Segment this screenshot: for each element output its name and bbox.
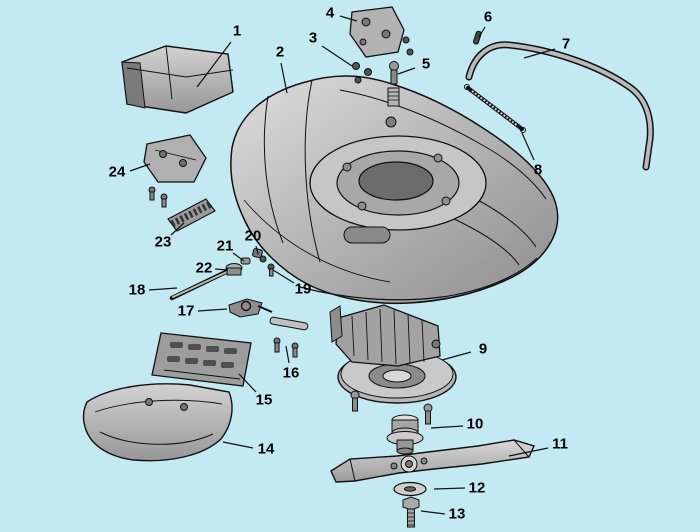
leader-line-21 [232,252,245,262]
part-14-deflector-shape [82,383,233,462]
leader-line-6 [478,26,486,38]
part-16-pin-shape [269,316,309,358]
part-22-bushing-shape [225,263,243,276]
leader-line-20 [255,245,259,255]
part-18-rod-shape [169,267,233,301]
leader-line-18 [148,287,178,291]
leader-line-1 [196,41,232,88]
part-1-discharge-chute-shape [121,45,234,114]
leader-line-17 [197,308,228,312]
part-2-deck-housing-shape [230,75,559,305]
housing-bolt-right-shape [423,403,433,425]
part-15-baffle-plate-shape [151,332,252,387]
part-7-handle-rod-shape [465,41,654,171]
part-24-bracket-shape [143,134,207,208]
part-5-bolt-spring-shape [387,61,400,107]
leader-line-8 [521,132,535,161]
leader-line-22 [214,268,229,271]
leader-line-14 [222,441,254,449]
part-10-blade-adapter-shape [386,414,424,455]
leader-line-24 [129,163,151,172]
part-8-spring-cable-shape [464,84,526,133]
part-23-toothed-rack-shape [167,198,216,232]
part-17-lever-shape [228,298,273,318]
leader-line-5 [397,67,416,75]
part-12-washer-shape [393,481,427,497]
housing-bolt-left-shape [350,390,360,412]
leader-line-4 [339,15,358,22]
leader-line-15 [238,373,257,393]
leader-line-11 [508,447,549,457]
leader-line-13 [420,510,446,515]
leader-line-19 [272,269,295,284]
part-3-screws-shape [352,36,414,84]
part-9-blade-housing-shape [329,304,457,425]
part-19-screws-shape [259,255,275,277]
part-13-bolt-shape [402,496,420,528]
part-6-pin-shape [472,30,482,45]
leader-line-3 [321,45,353,67]
leader-line-10 [430,425,464,429]
part-21-clip-shape [240,257,251,265]
leader-line-12 [433,487,466,490]
leader-line-16 [285,345,290,364]
leader-line-23 [170,222,185,236]
leader-line-7 [523,48,556,59]
leader-line-2 [280,62,288,94]
part-4-bracket-shape [349,6,405,58]
leader-line-9 [441,351,472,361]
